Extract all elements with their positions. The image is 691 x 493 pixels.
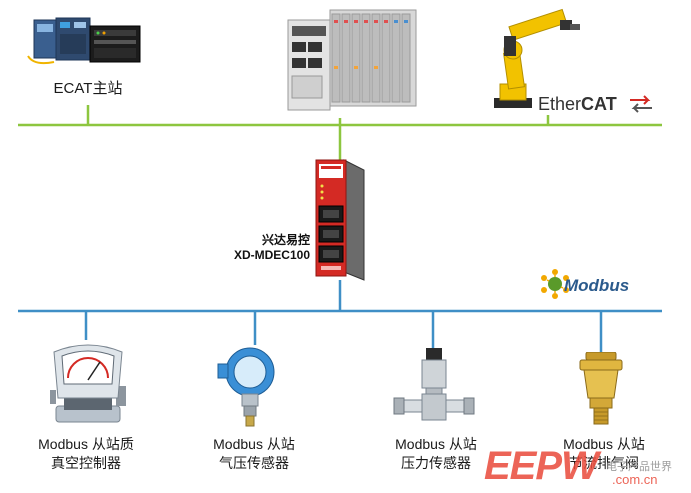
pressure-sensor-icon [393,348,475,421]
ecat-master-plc-icon [27,17,141,65]
eepw-watermark-logo: EEPW [484,444,599,488]
exhaust-valve-icon [579,352,623,425]
pressure-transmitter-icon [217,347,275,427]
io-module-rack-icon [287,9,417,111]
device-2-label: Modbus 从站 气压传感器 [213,436,295,471]
device-3-label: Modbus 从站 压力传感器 [395,436,477,471]
industrial-robot-icon [494,8,580,108]
eepw-watermark-chinese: 电子产品世界 [606,461,672,473]
gateway-label: 兴达易控 XD-MDEC100 [210,233,310,263]
ethercat-logo: EtherCAT [538,94,617,114]
modbus-logo-icon [541,269,569,299]
gateway-model: XD-MDEC100 [233,248,310,262]
gateway-brand: 兴达易控 [261,233,310,247]
ecat-master-label: ECAT主站 [53,80,123,97]
device-4-label: Modbus 从站 节流排气阀 [563,436,645,471]
device-1-label: Modbus 从站质 真空控制器 [38,436,134,471]
ethercat-arrows-icon [630,95,652,113]
eepw-watermark-url: .com.cn [612,472,658,487]
modbus-logo: Modbus [564,276,630,295]
vacuum-gauge-icon [50,344,126,423]
gateway-device-icon [315,159,365,281]
